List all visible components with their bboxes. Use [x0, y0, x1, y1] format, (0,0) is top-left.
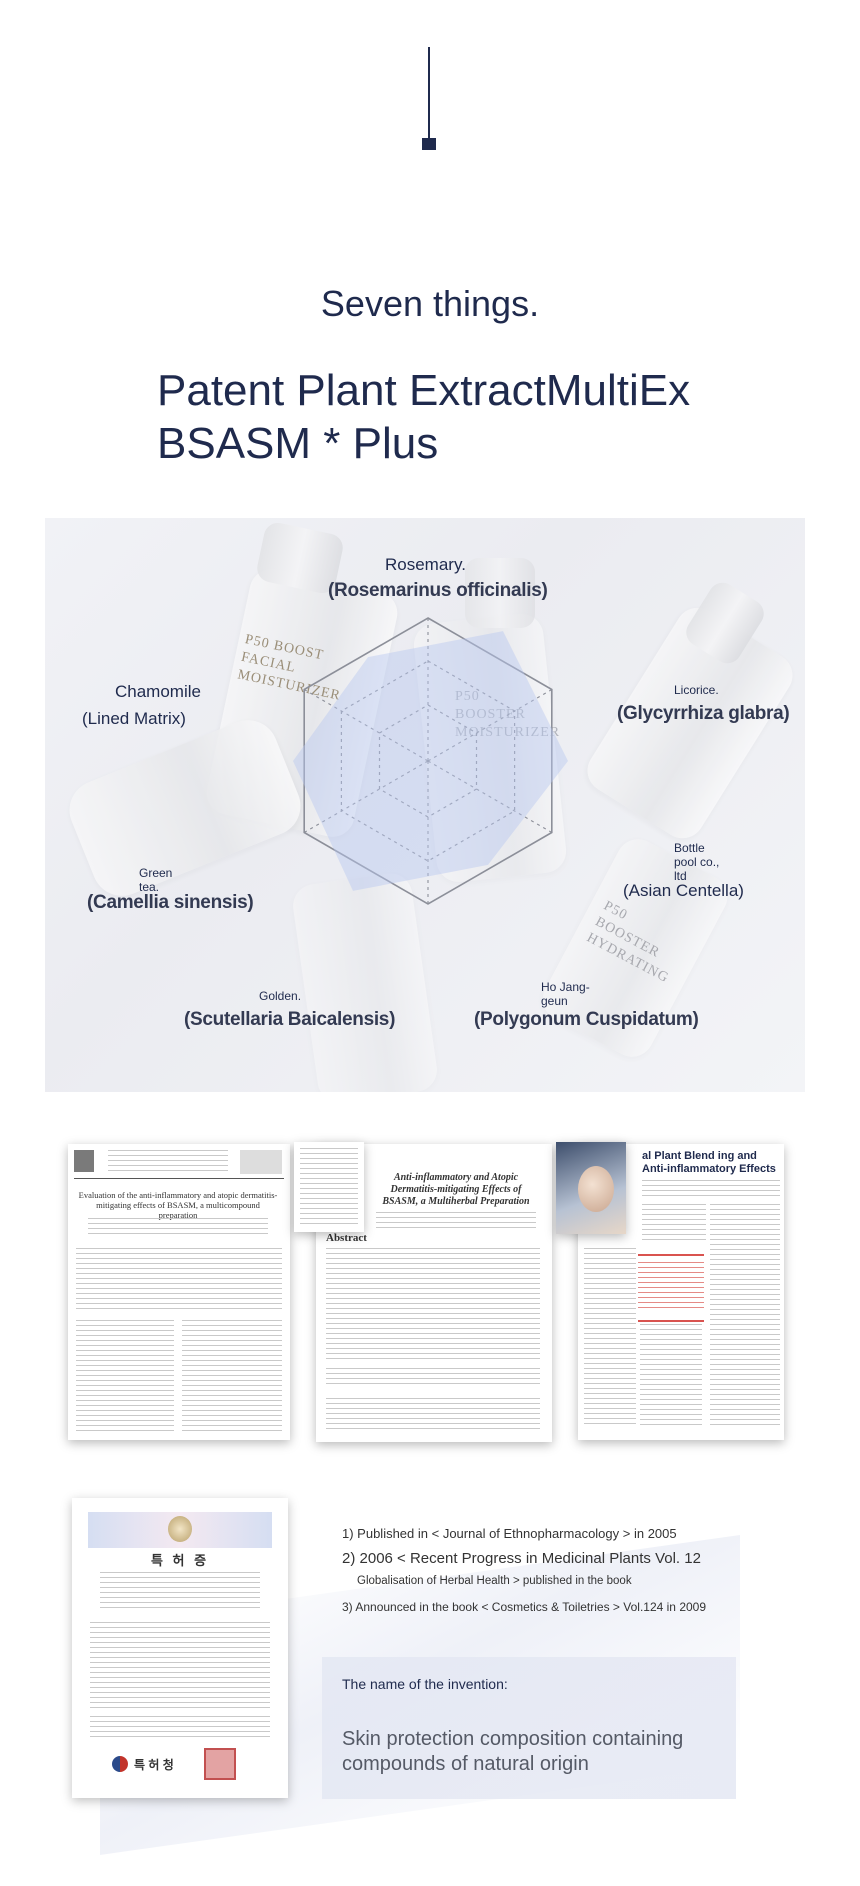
- top-marker-square: [422, 138, 436, 150]
- ingredient-licorice-common: Licorice.: [674, 683, 719, 697]
- ingredient-golden-latin: (Scutellaria Baicalensis): [184, 1009, 396, 1030]
- paper3-col-mid: [640, 1324, 702, 1428]
- ingredient-chamomile-latin: (Lined Matrix): [82, 709, 186, 728]
- paper2-abstract-body: [326, 1248, 540, 1360]
- ingredient-rosemary-latin: (Rosemarinus officinalis): [328, 580, 548, 601]
- radar-data-area: [293, 631, 568, 891]
- patent-body: [90, 1622, 270, 1708]
- ingredient-radar-panel: P50 BOOST FACIAL MOISTURIZER P50 BOOSTER…: [45, 518, 805, 1092]
- patent-red-seal-icon: [204, 1748, 236, 1780]
- magazine-cover-face-image: [578, 1166, 614, 1212]
- radar-spokes: [303, 618, 553, 904]
- paper3-col-right: [710, 1204, 780, 1428]
- product-title-line2: BSASM * Plus: [157, 419, 439, 468]
- paper-cosmetics-toiletries: al Plant Blend ing and Anti-inflammatory…: [578, 1144, 784, 1440]
- paper2-authors: [376, 1212, 536, 1228]
- radar-spoke: [303, 689, 429, 762]
- ingredient-centella-common: Bottle pool co., ltd: [674, 841, 720, 883]
- ingredient-rosemary-common: Rosemary.: [385, 555, 466, 574]
- bottle-label-text: P50 BOOSTER MOISTURIZER: [455, 688, 559, 742]
- patent-fields: [100, 1572, 260, 1612]
- patent-certification-text: [90, 1716, 270, 1740]
- journal-cover-thumb: [240, 1150, 282, 1174]
- patent-certificate: 특 허 증 특 허 청: [72, 1498, 288, 1798]
- invention-box: [322, 1657, 736, 1799]
- paper3-intro: [642, 1204, 706, 1240]
- paper2-title: Anti-inflammatory and Atopic Dermatitis-…: [382, 1172, 530, 1207]
- paper1-col-right: [182, 1320, 282, 1432]
- paper-recent-progress: Anti-inflammatory and Atopic Dermatitis-…: [316, 1144, 552, 1442]
- ingredient-centella-latin: (Asian Centella): [623, 881, 744, 900]
- paper2-footnotes: [326, 1398, 540, 1432]
- ingredient-greentea-common: Green tea.: [139, 866, 173, 894]
- invention-label: The name of the invention:: [342, 1676, 508, 1692]
- patent-office-logo-icon: [112, 1756, 128, 1772]
- ingredient-hojanggeun-common: Ho Jang-geun: [541, 980, 590, 1008]
- radar-spoke: [427, 760, 553, 833]
- paper2-keywords: [326, 1368, 540, 1384]
- ingredient-greentea-latin: (Camellia sinensis): [87, 892, 254, 913]
- top-marker-line: [428, 47, 430, 141]
- ingredient-chamomile-common: Chamomile: [115, 682, 201, 701]
- paper3-authors: [642, 1180, 780, 1196]
- ingredient-hojanggeun-latin: (Polygonum Cuspidatum): [474, 1009, 699, 1030]
- paper-header-lines: [108, 1150, 228, 1174]
- paper-book-cover-thumbnail: [294, 1142, 364, 1232]
- paper1-col-left: [76, 1320, 174, 1432]
- patent-title: 특 허 증: [150, 1553, 210, 1568]
- invention-name: Skin protection composition containing c…: [342, 1728, 684, 1775]
- radar-spoke: [303, 760, 429, 833]
- book-cover-text: [300, 1148, 358, 1226]
- paper3-title: al Plant Blend ing and Anti-inflammatory…: [642, 1150, 776, 1175]
- publication-2-continued: Globalisation of Herbal Health > publish…: [357, 1575, 632, 1587]
- paper1-authors: [88, 1218, 268, 1238]
- elsevier-logo: [74, 1150, 94, 1172]
- paper-divider: [74, 1178, 284, 1179]
- paper2-abstract-heading: Abstract: [326, 1232, 367, 1244]
- publication-3: 3) Announced in the book < Cosmetics & T…: [342, 1600, 707, 1614]
- magazine-cover-thumbnail: [556, 1142, 626, 1234]
- ingredient-licorice-latin: (Glycyrrhiza glabra): [617, 703, 790, 724]
- patent-issuer: 특 허 청: [134, 1758, 174, 1772]
- paper3-highlight-box: [638, 1254, 704, 1322]
- radar-spoke: [427, 689, 553, 762]
- patent-emblem-icon: [168, 1516, 192, 1542]
- paper3-col-left: [584, 1248, 636, 1428]
- paper1-abstract-body: [76, 1248, 282, 1310]
- ingredient-golden-common: Golden.: [259, 989, 302, 1003]
- product-title: Patent Plant ExtractMultiEx BSASM * Plus: [157, 364, 797, 470]
- publication-1: 1) Published in < Journal of Ethnopharma…: [342, 1526, 677, 1541]
- publication-2: 2) 2006 < Recent Progress in Medicinal P…: [342, 1550, 701, 1567]
- bottle-cap-image: [465, 558, 535, 628]
- paper-journal-ethnopharmacology: Evaluation of the anti-inflammatory and …: [68, 1144, 290, 1440]
- paper3-highlight-lines: [638, 1262, 704, 1312]
- paper1-title: Evaluation of the anti-inflammatory and …: [78, 1190, 278, 1220]
- product-title-line1: Patent Plant ExtractMultiEx: [157, 366, 691, 415]
- radar-chart: [293, 617, 568, 905]
- headline: Seven things.: [320, 283, 540, 324]
